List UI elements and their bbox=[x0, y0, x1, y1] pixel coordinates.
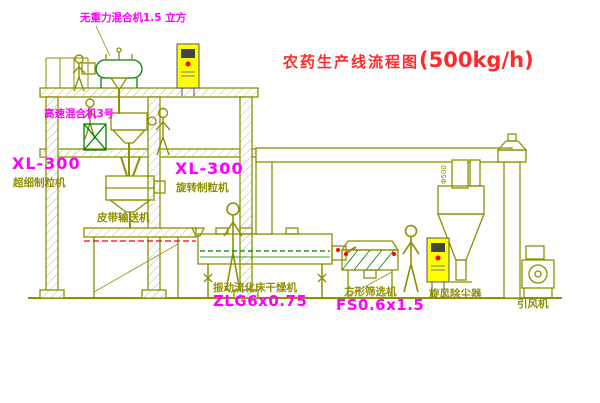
label-belt-conveyor: 皮带输送机 bbox=[97, 212, 150, 224]
worker-figure bbox=[223, 202, 243, 292]
leader-line bbox=[95, 25, 111, 57]
label-cyclone: 旋风除尘器 bbox=[429, 288, 482, 300]
label-dryer-model: ZLG6x0.75 bbox=[213, 292, 308, 310]
granulator bbox=[105, 156, 166, 228]
worker-figure bbox=[72, 54, 86, 92]
label-high-speed-mixer: 高速混合机3号 bbox=[44, 108, 115, 120]
induced-draft-fan bbox=[521, 245, 555, 298]
label-granulator-mid-model: XL-300 bbox=[175, 159, 244, 178]
control-panel bbox=[176, 43, 200, 96]
label-granulator-left-name: 超细制粒机 bbox=[13, 177, 66, 189]
cyclone-separator: Φ500 bbox=[437, 165, 485, 283]
control-panel bbox=[426, 237, 450, 298]
label-granulator-left-model: XL-300 bbox=[12, 154, 81, 173]
label-sieve-name: 方形筛选机 bbox=[344, 286, 397, 298]
worker-figure bbox=[155, 107, 171, 156]
exhaust-stack bbox=[496, 133, 528, 299]
label-sieve-model: FS0.6x1.5 bbox=[336, 296, 425, 314]
belt-conveyor bbox=[83, 227, 197, 298]
fluid-bed-dryer bbox=[190, 227, 357, 298]
railing bbox=[45, 57, 89, 88]
indicator-dots bbox=[336, 248, 396, 256]
page-title: 农药生产线流程图(500kg/h) bbox=[283, 48, 534, 72]
indicator-dot bbox=[185, 61, 191, 67]
label-granulator-mid-name: 旋转制粒机 bbox=[176, 182, 229, 194]
title-text: 农药生产线流程图 bbox=[283, 53, 420, 71]
label-gravity-mixer: 无重力混合机1.5 立方 bbox=[80, 12, 187, 24]
duct-size-label: Φ500 bbox=[440, 165, 448, 184]
label-dryer-name: 振动流化床干燥机 bbox=[213, 282, 297, 294]
gravity-mixer bbox=[81, 47, 143, 114]
high-speed-mixer bbox=[83, 112, 157, 176]
building-structure bbox=[28, 25, 562, 299]
title-capacity: (500kg/h) bbox=[419, 48, 534, 72]
label-fan: 引风机 bbox=[517, 298, 549, 310]
indicator-dot bbox=[435, 255, 441, 261]
worker-figure bbox=[402, 224, 420, 293]
square-sieve bbox=[340, 240, 400, 298]
duct-main bbox=[255, 147, 513, 235]
